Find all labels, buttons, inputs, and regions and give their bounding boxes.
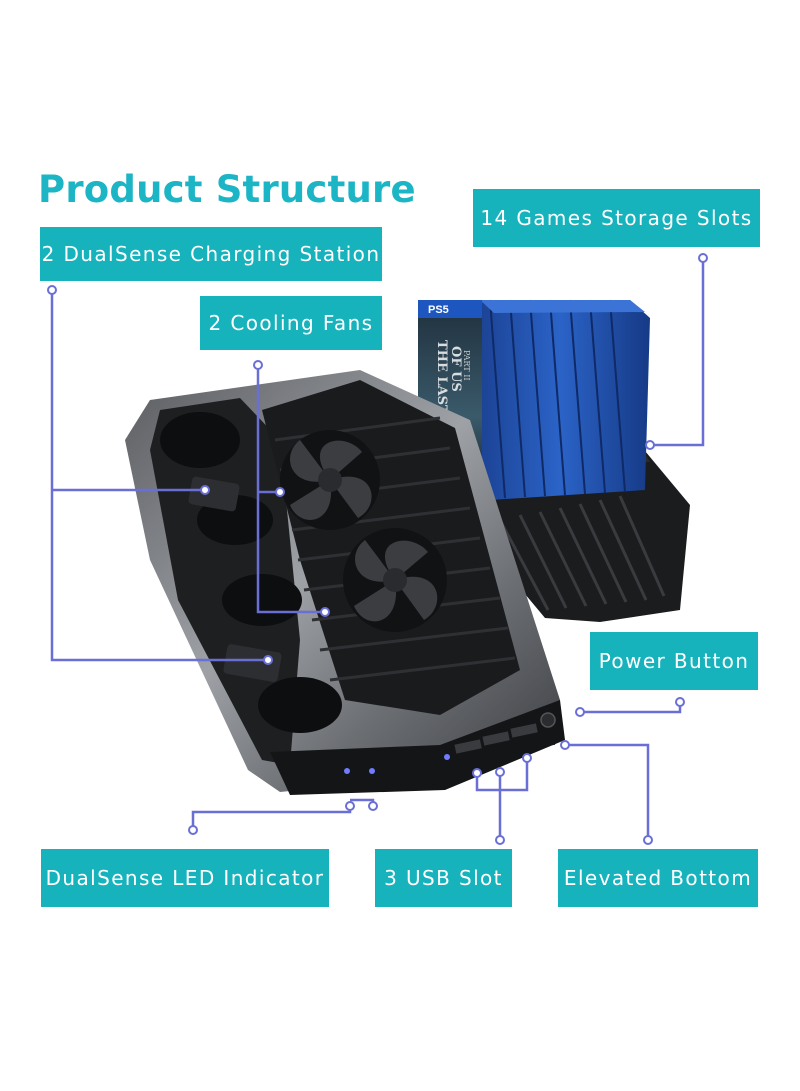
label-cooling-fans: 2 Cooling Fans [200,296,382,350]
usb-ports [454,723,538,754]
callout-lines [50,258,705,840]
cooling-fan-bottom [343,528,447,632]
led-indicator-right [369,768,375,774]
label-usb-slot: 3 USB Slot [375,849,512,907]
ps5-logo: PS5 [428,304,449,316]
label-led-indicator: DualSense LED Indicator [41,849,329,907]
led-indicator-left [344,768,350,774]
power-button-icon [540,712,556,728]
page-title: Product Structure [38,168,416,211]
game-title-line3: PART II [462,350,471,381]
label-games-storage: 14 Games Storage Slots [473,189,760,247]
usb-led [444,754,450,760]
game-title-line2: OF US [448,346,463,392]
label-charging-station: 2 DualSense Charging Station [40,227,382,281]
label-power-button: Power Button [590,632,758,690]
charging-stand-body [125,370,565,795]
game-title-line1: THE LAST [434,340,449,415]
label-elevated-bottom: Elevated Bottom [558,849,758,907]
callout-dots [47,253,708,845]
cooling-fan-top [280,430,380,530]
